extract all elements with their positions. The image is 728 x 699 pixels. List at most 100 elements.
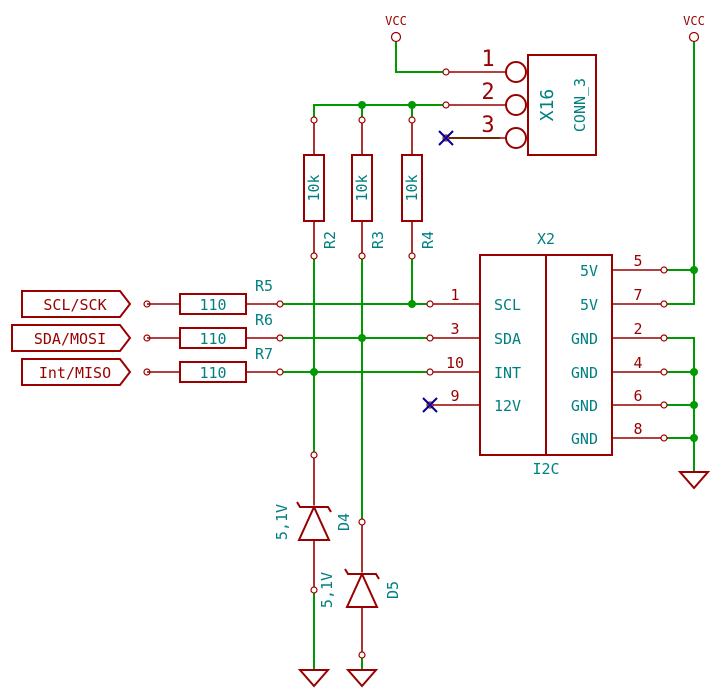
diode-d4: 5,1V D4 (273, 451, 353, 594)
ic-pin-number: 9 (450, 387, 459, 405)
ic-pin-number: 6 (633, 387, 642, 405)
label-text: SDA/MOSI (34, 330, 106, 348)
resistor-ref: R4 (419, 231, 437, 249)
connector-body (527, 54, 597, 156)
resistor-r7: 110 R7 (147, 345, 284, 383)
pin-endpoint (310, 586, 318, 594)
label-text: SCL/SCK (43, 296, 106, 314)
vcc-label: VCC (385, 14, 407, 28)
ic-pin-name: 12V (494, 397, 521, 415)
junction-dot (408, 101, 416, 109)
label-shape (21, 290, 132, 318)
connector-ref: X16 (537, 89, 558, 122)
resistor-r3: 10k R3 (351, 116, 387, 260)
wire-vcc-conn-pin1 (395, 42, 446, 73)
resistor-value: 10k (403, 174, 421, 201)
resistor-ref: R7 (255, 345, 273, 363)
ic-pin-number: 10 (446, 354, 464, 372)
pin-endpoint (276, 300, 284, 308)
pin-endpoint (660, 334, 668, 342)
diode-value: 5,1V (318, 572, 336, 608)
ic-pin-number: 5 (633, 252, 642, 270)
resistor-value: 10k (305, 174, 323, 201)
connector-pin-number: 3 (481, 113, 494, 138)
pin-endpoint (310, 252, 318, 260)
diode-value: 5,1V (273, 504, 291, 540)
resistor-r2: 10k R2 (303, 116, 339, 260)
junction-dot (310, 368, 318, 376)
pin-endpoint (408, 116, 416, 124)
resistor-ref: R6 (255, 311, 273, 329)
junction-dot (690, 368, 698, 376)
resistor-body (179, 361, 247, 383)
vcc-label: VCC (683, 14, 705, 28)
pin-endpoint (310, 116, 318, 124)
ic-pin-name: 5V (580, 296, 598, 314)
wire-5v-7 (664, 270, 695, 305)
diode-ref: D4 (335, 513, 353, 531)
resistor-value: 110 (199, 296, 226, 314)
ground-symbol (297, 669, 331, 688)
ic-pin-number: 4 (633, 354, 642, 372)
vcc-pin-circle (688, 31, 700, 43)
ic-x2: X2 I2C 1 3 10 9 SCL SDA INT 12V 5 7 2 (426, 230, 668, 478)
resistor-body (401, 154, 423, 222)
pin-endpoint (660, 368, 668, 376)
wire-pullup-bus (313, 104, 446, 120)
pin-endpoint (426, 368, 434, 376)
resistor-body (303, 154, 325, 222)
ic-pin-name: SCL (494, 296, 521, 314)
junction-dot (358, 334, 366, 342)
resistor-ref: R2 (321, 231, 339, 249)
pin-endpoint (442, 101, 450, 109)
label-shape (21, 358, 132, 386)
ic-pin-number: 2 (633, 320, 642, 338)
wire-gnd-bus (664, 337, 695, 472)
ground-symbol (345, 669, 379, 688)
resistor-r6: 110 R6 (147, 311, 284, 349)
resistor-body (179, 327, 247, 349)
pin-endpoint (358, 116, 366, 124)
pin-endpoint (408, 252, 416, 260)
connector-pin-circle (505, 127, 527, 149)
no-connect-marker (422, 397, 438, 413)
junction-dot (690, 434, 698, 442)
ic-pin-number: 3 (450, 320, 459, 338)
pin-endpoint (276, 334, 284, 342)
pin-endpoint (358, 518, 366, 526)
pin-endpoint (660, 401, 668, 409)
ic-pin-name: GND (571, 364, 598, 382)
connector-x16: 1 2 3 X16 CONN_3 (442, 47, 597, 156)
pin-endpoint (660, 266, 668, 274)
vcc-symbol-right: VCC (683, 14, 705, 43)
resistor-body (351, 154, 373, 222)
resistor-ref: R5 (255, 277, 273, 295)
label-sda-mosi: SDA/MOSI (11, 324, 151, 352)
diode-d5: 5,1V D5 (318, 518, 402, 659)
resistor-value: 110 (199, 364, 226, 382)
resistor-value: 10k (353, 174, 371, 201)
ic-pin-name: GND (571, 397, 598, 415)
pin-endpoint (276, 368, 284, 376)
wire-5v-vcc (664, 42, 695, 271)
vcc-symbol-left: VCC (385, 14, 407, 43)
connector-pin-number: 2 (481, 80, 494, 105)
junction-dot (690, 266, 698, 274)
junction-dot (358, 101, 366, 109)
resistor-value: 110 (199, 330, 226, 348)
junction-dot (408, 300, 416, 308)
resistor-r5: 110 R5 (147, 277, 284, 315)
pin-endpoint (310, 451, 318, 459)
pin-endpoint (358, 651, 366, 659)
label-scl-sck: SCL/SCK (21, 290, 151, 318)
ic-pin-name: GND (571, 430, 598, 448)
ic-pin-name: GND (571, 330, 598, 348)
connector-pin-number: 1 (481, 47, 494, 72)
pin-endpoint (426, 300, 434, 308)
resistor-ref: R3 (369, 231, 387, 249)
label-shape (11, 324, 132, 352)
ic-value: I2C (532, 460, 559, 478)
ground-symbol (677, 471, 711, 490)
ic-pin-name: 5V (580, 262, 598, 280)
